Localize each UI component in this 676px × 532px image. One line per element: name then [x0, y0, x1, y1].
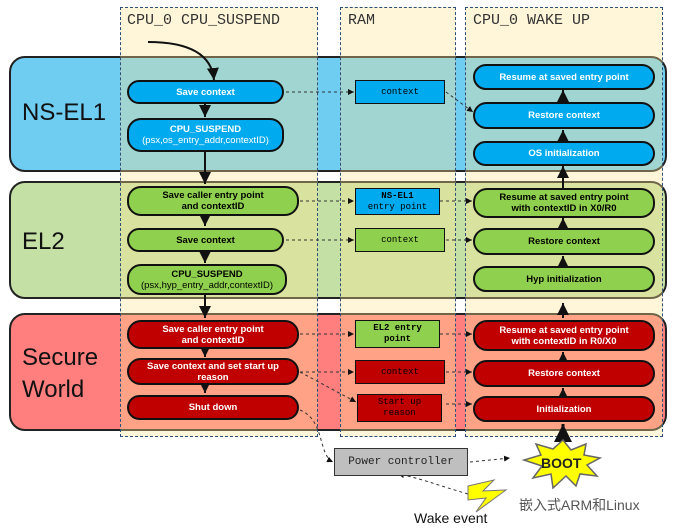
power-controller: Power controller — [334, 448, 468, 476]
column-title-ram: RAM — [348, 12, 376, 29]
wake-lightning — [467, 479, 508, 513]
wakeup-ns-restore: Restore context — [473, 102, 655, 129]
band-label-secure-1: Secure — [22, 344, 99, 371]
wakeup-hyp-init: Hyp initialization — [473, 266, 655, 292]
band-label-el2: EL2 — [22, 228, 65, 255]
suspend-save-context: Save context — [127, 80, 284, 104]
wakeup-secure-init: Initialization — [473, 396, 655, 422]
wakeup-ns-resume: Resume at saved entry point — [473, 64, 655, 90]
column-title-suspend: CPU_0 CPU_SUSPEND — [127, 12, 281, 29]
boot-label: BOOT — [541, 455, 582, 471]
suspend-cpu-suspend-ns: CPU_SUSPEND(psx,os_entry_addr,contextID) — [127, 118, 284, 152]
band-label-ns-el1: NS-EL1 — [22, 99, 107, 126]
ram-ns-context: context — [355, 80, 445, 104]
watermark: 嵌入式ARM和Linux — [519, 497, 640, 513]
wakeup-secure-restore: Restore context — [473, 360, 655, 387]
band-label-secure-2: World — [22, 376, 85, 403]
ram-secure-context: context — [355, 360, 445, 384]
wake-event-label: Wake event — [414, 510, 488, 526]
wakeup-os-init: OS initialization — [473, 141, 655, 166]
secure-shut-down: Shut down — [127, 395, 299, 420]
column-title-wakeup: CPU_0 WAKE UP — [473, 12, 591, 29]
el2-cpu-suspend: CPU_SUSPEND(psx,hyp_entry_addr,contextID… — [127, 264, 287, 295]
wakeup-el2-restore: Restore context — [473, 228, 655, 255]
ram-el2-context: context — [355, 228, 445, 252]
el2-save-context: Save context — [127, 228, 284, 252]
